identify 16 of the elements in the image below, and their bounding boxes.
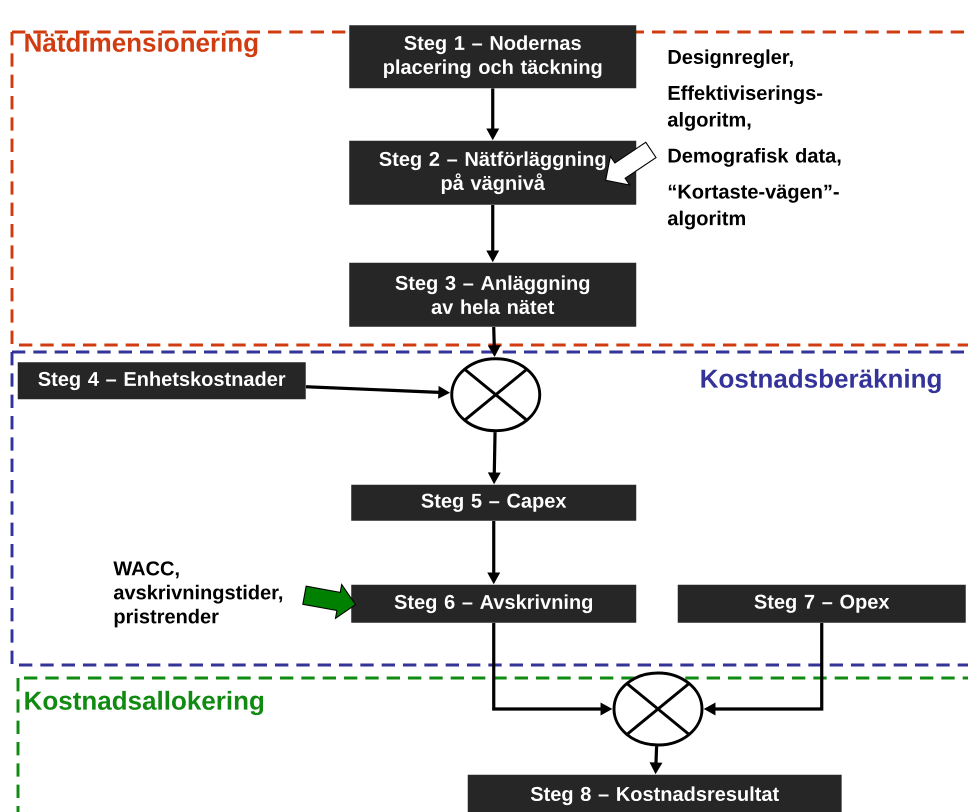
step-box: Steg 3 – Anläggning av hela nätet bbox=[349, 262, 636, 327]
step-box: Steg 1 – Nodernas placering och täckning bbox=[349, 25, 636, 88]
step-box: Steg 7 – Opex bbox=[678, 584, 966, 623]
group-heading: Kostnadsallokering bbox=[25, 690, 264, 716]
input-text: WACC, avskrivningstider, pristrender bbox=[113, 561, 282, 628]
step-box: Steg 6 – Avskrivning bbox=[351, 584, 636, 623]
block-arrow bbox=[605, 142, 657, 186]
input-text: Designregler, Effektiviserings- algoritm, Demografisk data, “Kortaste-vägen”- algoritm bbox=[668, 49, 840, 230]
group-heading: Kostnadsberäkning bbox=[701, 368, 941, 394]
step-box: Steg 8 – Kostnadsresultat bbox=[468, 774, 842, 812]
multiply-circle bbox=[612, 672, 704, 746]
group-heading: Nätdimensionering bbox=[25, 32, 258, 58]
step-box: Steg 5 – Capex bbox=[351, 484, 636, 521]
multiply-circle bbox=[450, 357, 542, 432]
step-box: Steg 2 – Nätförläggning på vägnivå bbox=[349, 140, 636, 205]
step-box: Steg 4 – Enhetskostnader bbox=[18, 362, 306, 400]
